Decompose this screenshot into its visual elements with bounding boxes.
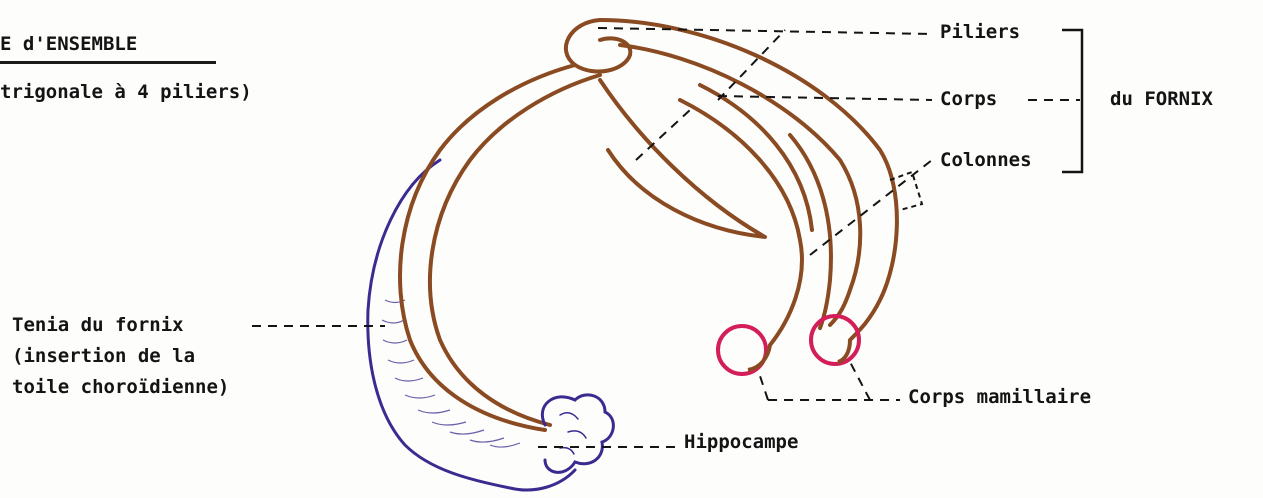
label-tenia-line3: toile choroïdienne) bbox=[12, 375, 229, 399]
label-tenia-line2: (insertion de la bbox=[12, 344, 195, 368]
label-corps: Corps bbox=[940, 87, 997, 111]
title-underline bbox=[0, 61, 216, 64]
tenia-fringe bbox=[382, 300, 520, 447]
leader-mamillaire-left bbox=[758, 370, 768, 400]
fornix-structure bbox=[400, 20, 897, 430]
leader-mamillaire-right bbox=[850, 362, 870, 400]
mamillary-bodies bbox=[718, 316, 859, 374]
label-colonnes: Colonnes bbox=[940, 148, 1032, 172]
leader-colonnes bbox=[810, 160, 932, 255]
label-piliers: Piliers bbox=[940, 20, 1020, 44]
diagram-title: E d'ENSEMBLE bbox=[0, 32, 137, 56]
hippocampe-shape bbox=[542, 395, 613, 472]
label-du-fornix: du FORNIX bbox=[1110, 87, 1213, 111]
leader-piliers bbox=[598, 28, 932, 34]
label-hippocampe: Hippocampe bbox=[684, 430, 798, 454]
label-tenia-line1: Tenia du fornix bbox=[12, 313, 184, 337]
diagram-subtitle: trigonale à 4 piliers) bbox=[0, 80, 252, 104]
label-corps-mamillaire: Corps mamillaire bbox=[908, 385, 1091, 409]
